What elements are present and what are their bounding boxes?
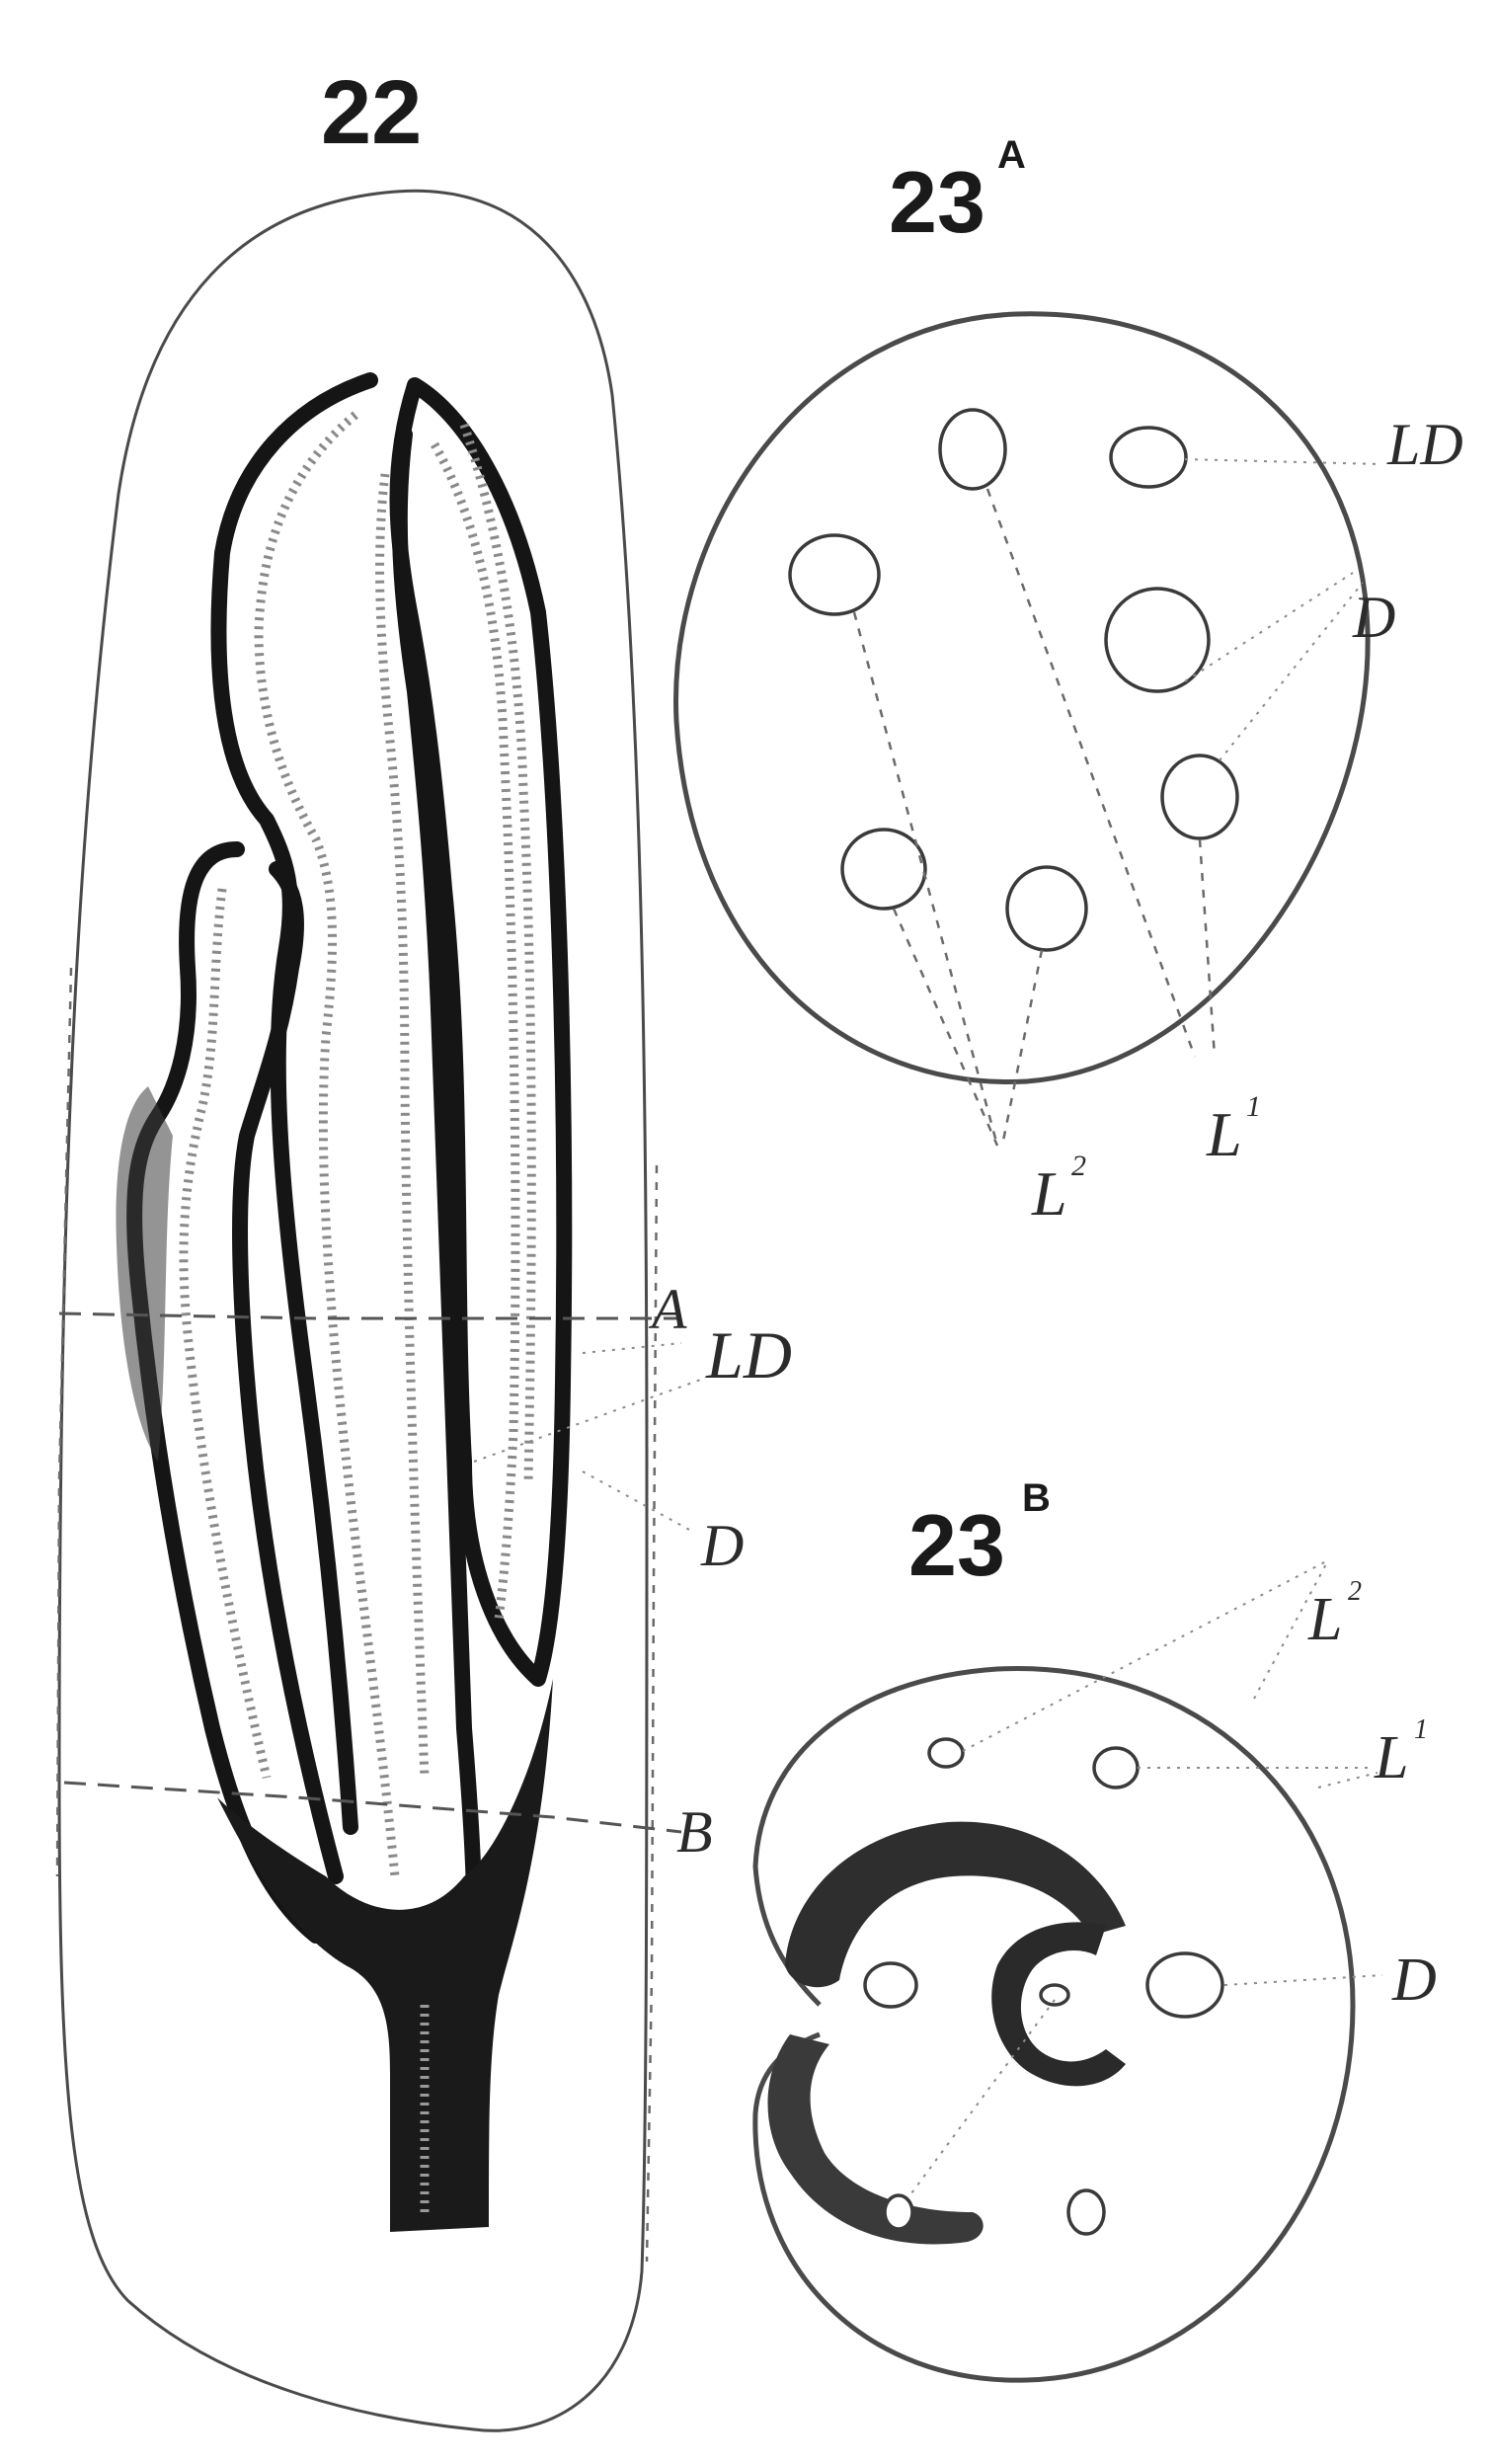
figure-22-d-leader	[583, 1471, 691, 1531]
figure-22-d-leader-2	[583, 1343, 681, 1353]
figure-23b-center-leader	[908, 2000, 1055, 2197]
figure-23b-label-l2: L	[1307, 1586, 1342, 1653]
figure-23a-d-leader	[1220, 583, 1363, 760]
figure-23a-l2-leader-2	[894, 909, 997, 1146]
figure-23a-label-l2: L	[1031, 1158, 1067, 1229]
figure-23b-label-l2-mark: 2	[1348, 1576, 1362, 1607]
figure-22-label-b: B	[676, 1799, 713, 1865]
figure-22-number: 22	[321, 62, 422, 163]
figure-23a-bundle-3	[790, 535, 879, 614]
figure-23b-superscript: B	[1022, 1476, 1051, 1520]
figure-22-label-a: A	[648, 1277, 687, 1341]
figure-23a-bundle-7	[1007, 867, 1086, 950]
figure-23a-superscript: A	[997, 133, 1026, 177]
figure-23b-bundle-4	[1147, 1953, 1222, 2017]
figure-23a-ld-leader	[1185, 459, 1382, 464]
figure-23b-c-band-lower	[768, 2034, 984, 2244]
figure-23a-number: 23	[889, 153, 985, 251]
figure-23b-bundle-5	[1041, 1985, 1068, 2005]
figure-23a-l1-leader-1	[987, 489, 1195, 1057]
figure-23b-bundle-6	[885, 2195, 912, 2229]
figure-23b-c-band	[785, 1822, 1126, 1988]
figure-23a-cross-section-outline	[676, 314, 1369, 1082]
figure-23b-label-l1-mark: 1	[1414, 1714, 1428, 1745]
figure-22: 22 A LD D B	[57, 62, 792, 2430]
figure-23b-cross-section-outline	[755, 1668, 1353, 2380]
figure-22-right-branch-grain-inner	[464, 425, 531, 1481]
figure-22-left-swelling	[116, 1086, 173, 1462]
figure-23a-bundle-6	[842, 830, 925, 909]
figure-23a-l1-leader-2	[1200, 839, 1215, 1057]
figure-23a-d-leader-2	[1185, 573, 1353, 681]
figure-23b-d-leader	[1224, 1975, 1382, 1985]
figure-23b-bundle-2	[1094, 1748, 1138, 1788]
figure-23a-label-l2-mark: 2	[1071, 1150, 1086, 1182]
figure-23b-bundle-1	[929, 1739, 963, 1767]
figure-23a: 23 A LD D L 1 L 2	[676, 133, 1463, 1229]
figure-23b-l1-leader-2	[1318, 1773, 1378, 1788]
figure-23a-label-l1: L	[1206, 1099, 1242, 1169]
figure-23b-label-l1: L	[1374, 1724, 1408, 1791]
figure-23a-label-ld: LD	[1386, 412, 1463, 477]
figure-22-label-ld: LD	[705, 1317, 792, 1392]
figure-23b-number: 23	[908, 1496, 1005, 1594]
figure-23b-bundle-3	[865, 1963, 916, 2007]
figure-23b-bundle-7	[1068, 2190, 1104, 2234]
figure-23a-label-l1-mark: 1	[1246, 1090, 1261, 1123]
figure-23a-label-d: D	[1352, 585, 1395, 650]
figure-23b-label-d: D	[1391, 1947, 1437, 2014]
figure-22-label-d: D	[700, 1513, 744, 1578]
figure-22-middle-branch	[218, 380, 370, 1827]
figure-23a-bundle-5	[1162, 755, 1237, 838]
figure-23b: 23 B L 2 L 1 D	[755, 1476, 1437, 2380]
figure-23a-bundle-2	[1111, 428, 1186, 487]
figure-23a-bundle-1	[940, 410, 1005, 489]
figure-23b-l2-leader-1	[963, 1560, 1328, 1751]
figure-23a-l2-leader-3	[1002, 950, 1042, 1146]
figure-22-section-line-b	[64, 1783, 681, 1832]
figure-22-stalk	[217, 1679, 553, 2232]
